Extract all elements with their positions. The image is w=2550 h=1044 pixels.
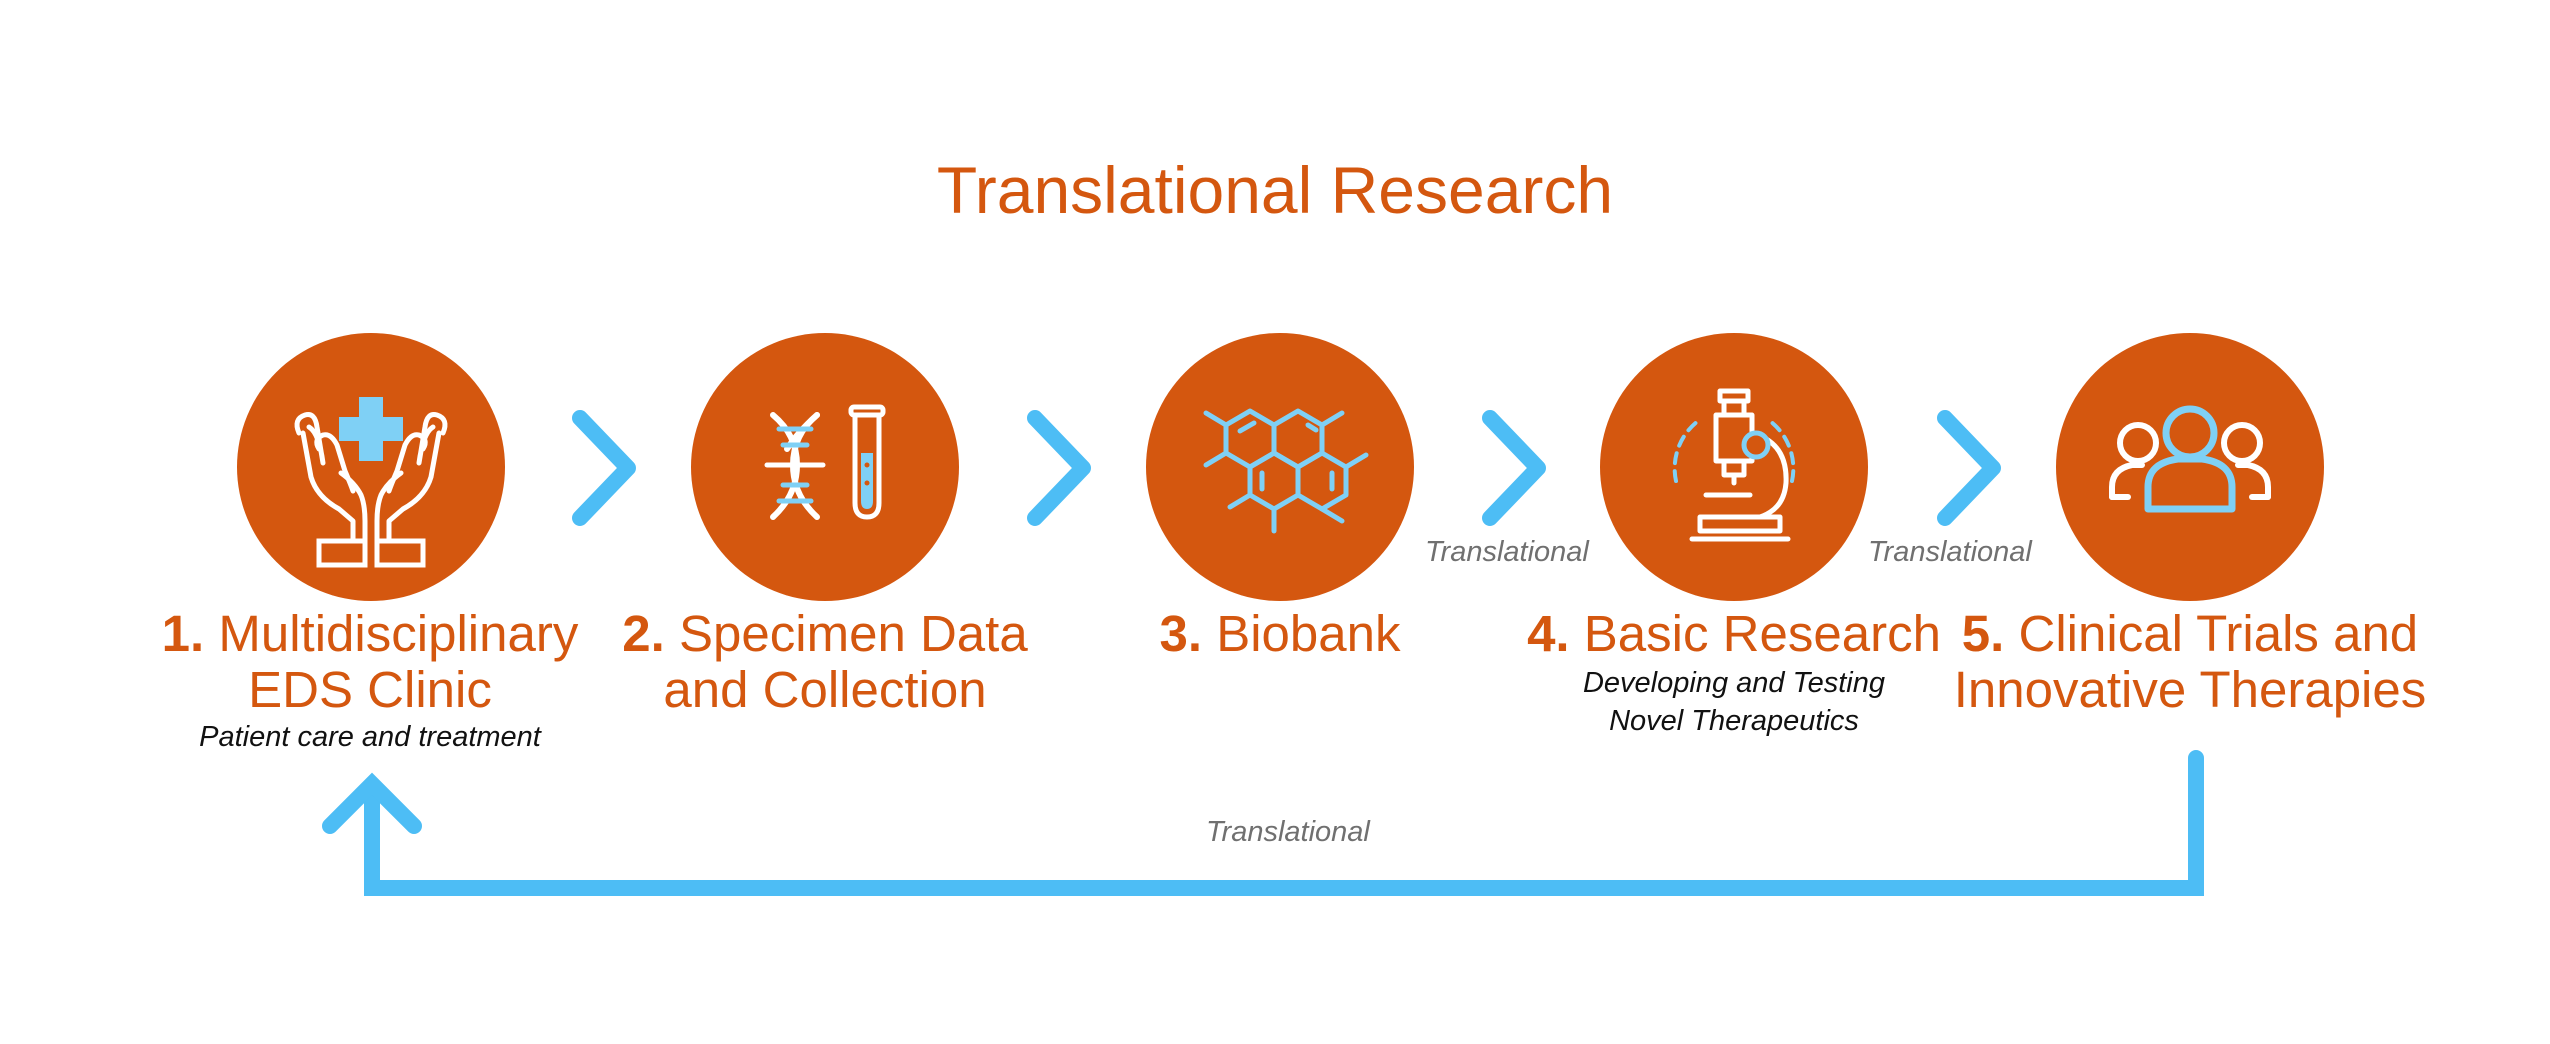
translational-label-4-5: Translational — [1868, 536, 2032, 568]
step-3-label: 3. Biobank — [1070, 606, 1490, 662]
step-2-circle — [691, 333, 959, 601]
step-subtitle-line1: Patient care and treatment — [199, 721, 541, 753]
step-5-circle — [2056, 333, 2324, 601]
step-1-label: 1. Multidisciplinary EDS Clinic — [160, 606, 580, 718]
translational-label-3-4: Translational — [1425, 536, 1589, 568]
step-4-circle — [1600, 333, 1868, 601]
step-subtitle-line1: Developing and Testing — [1582, 667, 1886, 699]
chevron-right-icon — [1482, 410, 1546, 526]
step-subtitle-line2: Novel Therapeutics — [1609, 705, 1859, 737]
chevron-right-icon — [1937, 410, 2001, 526]
diagram-title: Translational Research — [936, 153, 1614, 227]
hands-medical-cross-icon — [294, 397, 448, 568]
step-title: Clinical Trials and — [2018, 605, 2419, 662]
step-number: 1. — [161, 605, 205, 662]
step-4-label: 4. Basic Research — [1524, 606, 1944, 662]
molecule-hexagon-icon — [1203, 408, 1369, 534]
step-number: 2. — [622, 605, 665, 662]
people-group-icon — [2109, 405, 2271, 513]
step-number: 5. — [1961, 605, 2005, 662]
chevron-right-icon — [1027, 410, 1091, 526]
step-number: 3. — [1159, 605, 1203, 662]
step-1-subtitle: Patient care and treatment — [160, 718, 580, 756]
step-4-subtitle: Developing and Testing Novel Therapeutic… — [1524, 664, 1944, 740]
step-2-label: 2. Specimen Data and Collection — [615, 606, 1035, 718]
step-title-line2: EDS Clinic — [248, 661, 492, 718]
microscope-icon — [1672, 388, 1796, 542]
step-5-label: 5. Clinical Trials and Innovative Therap… — [1940, 606, 2440, 718]
chevron-right-icon — [572, 410, 636, 526]
step-3-circle — [1146, 333, 1414, 601]
step-1-circle — [237, 333, 505, 601]
translational-label-loop: Translational — [1206, 816, 1370, 848]
step-title: Biobank — [1216, 605, 1401, 662]
step-title: Specimen Data — [679, 605, 1028, 662]
step-title: Multidisciplinary — [218, 605, 579, 662]
step-number: 4. — [1527, 605, 1570, 662]
step-title-line2: Innovative Therapies — [1953, 661, 2427, 718]
step-title-line2: and Collection — [663, 661, 987, 718]
step-title: Basic Research — [1583, 605, 1941, 662]
dna-test-tube-icon — [764, 404, 886, 520]
